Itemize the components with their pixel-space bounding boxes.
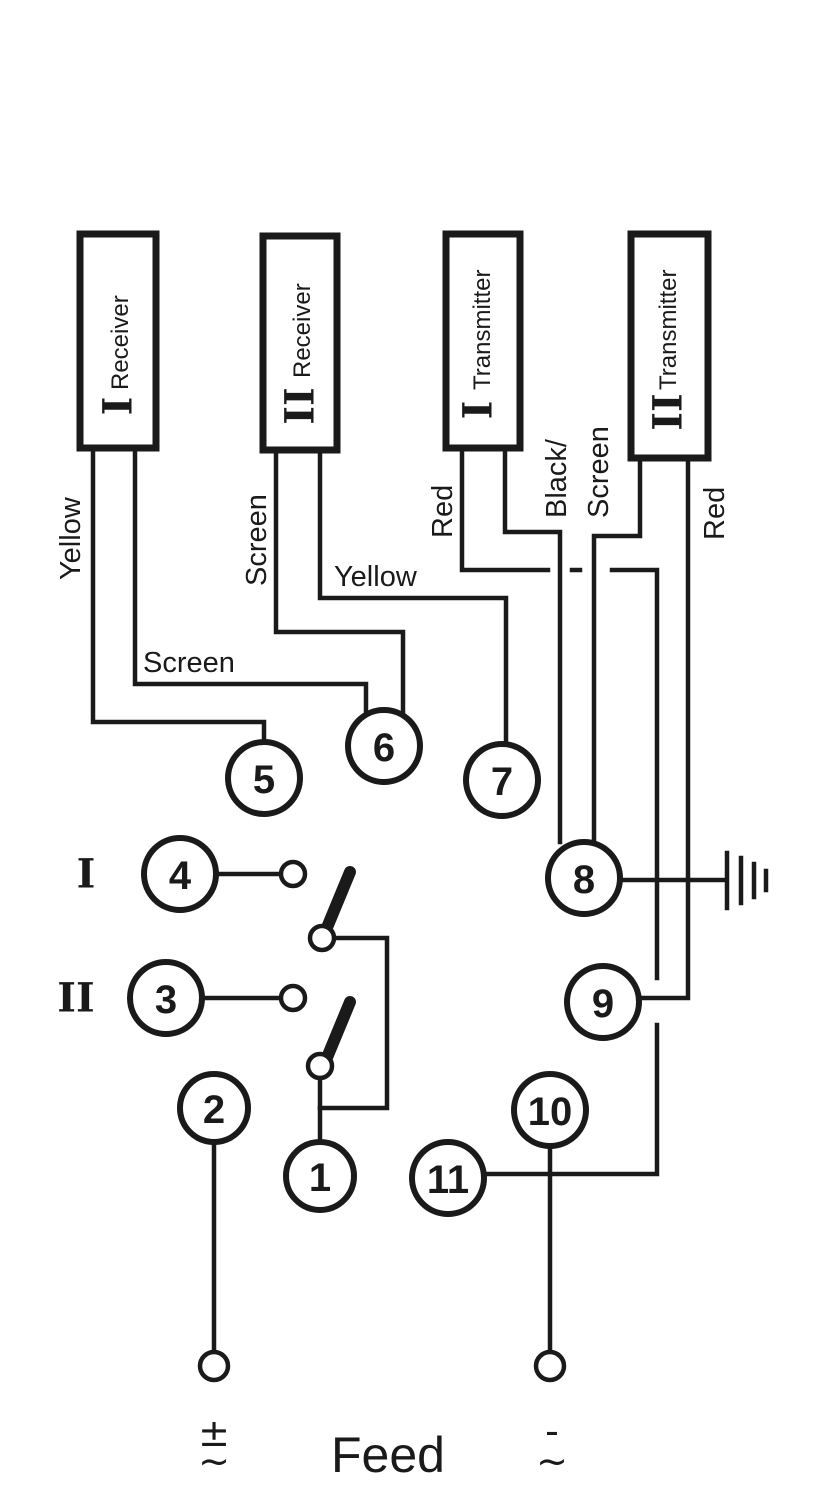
wire-terminal9-to-11: [483, 1022, 660, 1177]
earth-icon: [724, 850, 769, 911]
terminal-2: 2: [177, 1071, 251, 1145]
switch-pivot-1: [307, 923, 337, 953]
receiver-1-label: Receiver: [107, 295, 134, 390]
wire-receiver1-yellow: [90, 449, 267, 745]
feed-label: Feed: [331, 1427, 445, 1483]
svg-text:9: 9: [592, 982, 614, 1026]
switch-lever-2: [320, 996, 356, 1066]
feed-plus-symbol: ±: [198, 1411, 230, 1455]
svg-text:11: 11: [427, 1158, 469, 1202]
terminal-6: 6: [345, 707, 423, 785]
terminals: 1 2 3 4 5 6 7 8: [127, 707, 642, 1217]
terminal-11: 11: [409, 1139, 487, 1217]
svg-text:6: 6: [373, 726, 395, 770]
wire-receiver2-yellow: [317, 449, 509, 747]
svg-text:10: 10: [528, 1090, 573, 1134]
receiver-2: II Receiver: [259, 232, 341, 454]
svg-text:8: 8: [573, 858, 595, 902]
wire-transmitter1-black: [502, 449, 563, 845]
wire-transmitter1-red-cont: [609, 567, 660, 981]
label-receiver2-yellow: Yellow: [334, 561, 418, 593]
feed-pin-plus: [197, 1349, 231, 1383]
switch: [278, 859, 356, 1081]
label-receiver2-screen: Screen: [241, 494, 273, 586]
label-transmitter-screen: Screen: [583, 426, 615, 518]
receiver-1-roman: I: [95, 397, 142, 416]
switch-pivot-2: [305, 1051, 335, 1081]
channel-label-2: II: [57, 975, 94, 1022]
wire-labels: Yellow Screen Screen Yellow Red Black/ S…: [55, 426, 731, 679]
wire-transmitter2-red: [637, 459, 691, 1001]
terminal-8: 8: [545, 839, 623, 917]
svg-text:4: 4: [169, 854, 192, 898]
transmitter-1-label: Transmitter: [469, 270, 496, 390]
wire-switch-common: [317, 935, 390, 1111]
label-transmitter-black: Black/: [541, 438, 573, 518]
transmitter-2-roman: II: [645, 393, 692, 430]
feed-minus-tilde: ~: [536, 1439, 568, 1483]
svg-text:3: 3: [155, 978, 177, 1022]
terminal-7: 7: [463, 741, 541, 819]
contact-terminal4: [278, 859, 308, 889]
wires: [90, 449, 728, 1355]
svg-text:7: 7: [491, 760, 513, 804]
label-transmitter1-red: Red: [427, 485, 459, 538]
feed-plus-tilde: ~: [198, 1439, 230, 1483]
terminal-1: 1: [283, 1139, 357, 1213]
terminal-4: 4: [141, 835, 219, 913]
terminal-9: 9: [564, 963, 642, 1041]
wire-receiver2-screen: [273, 449, 406, 715]
wire-receiver1-screen: [132, 449, 369, 715]
transmitter-1: I Transmitter: [442, 230, 524, 452]
receiver-2-label: Receiver: [289, 283, 316, 378]
svg-text:2: 2: [203, 1088, 225, 1132]
switch-lever-1: [320, 866, 356, 936]
label-transmitter2-red: Red: [699, 487, 731, 540]
terminal-10: 10: [511, 1071, 589, 1149]
wire-transmitter2-screen: [591, 459, 643, 845]
svg-text:5: 5: [253, 758, 275, 802]
channel-label-1: I: [77, 851, 96, 898]
receiver-2-roman: II: [277, 387, 324, 424]
label-receiver1-yellow: Yellow: [55, 496, 87, 580]
wire-transmitter1-red: [459, 449, 551, 573]
feed-pin-minus: [533, 1349, 567, 1383]
transmitter-2: II Transmitter: [627, 230, 712, 462]
terminal-5: 5: [225, 739, 303, 817]
feed-minus-symbol: -: [545, 1409, 559, 1453]
label-receiver1-screen: Screen: [143, 647, 235, 679]
contact-terminal3: [278, 983, 308, 1013]
transmitter-2-label: Transmitter: [655, 270, 682, 390]
svg-text:1: 1: [309, 1156, 331, 1200]
terminal-3: 3: [127, 959, 205, 1037]
transmitter-1-roman: I: [455, 401, 502, 420]
receiver-1: I Receiver: [76, 230, 160, 452]
